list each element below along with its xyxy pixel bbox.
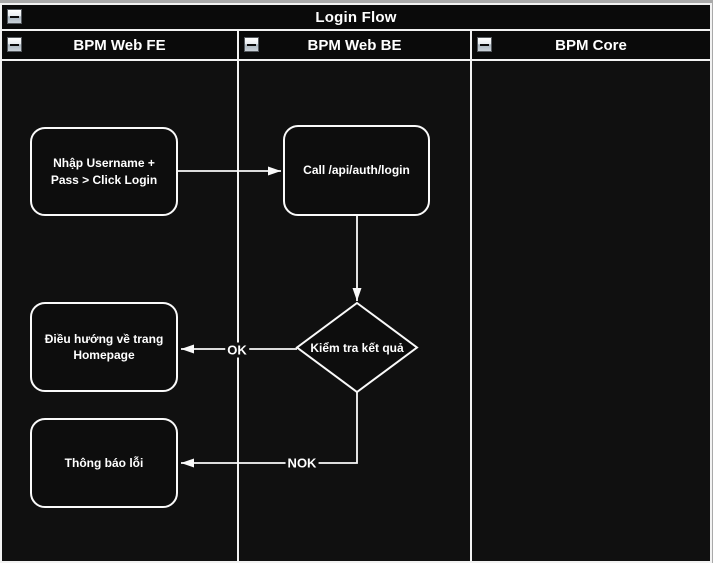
node-navigate-homepage[interactable]: Điều hướng về trang Homepage — [30, 302, 178, 392]
lane-header-bpm-core[interactable]: BPM Core — [470, 31, 710, 59]
pool-title: Login Flow — [315, 8, 397, 26]
lane-fe-collapse-minus-icon[interactable] — [7, 37, 22, 52]
edge-label-ok[interactable]: OK — [225, 342, 249, 358]
pool-title-bar[interactable]: Login Flow — [2, 5, 710, 31]
node-call-login-api[interactable]: Call /api/auth/login — [283, 125, 430, 216]
pool-collapse-minus-icon[interactable] — [7, 9, 22, 24]
node-check-result[interactable]: Kiểm tra kết quả — [310, 340, 404, 355]
edge-label-nok[interactable]: NOK — [285, 455, 319, 471]
lane-divider-2 — [470, 61, 472, 561]
lane-label-bpm-core: BPM Core — [555, 36, 627, 54]
lane-be-collapse-minus-icon[interactable] — [244, 37, 259, 52]
lane-header-bpm-web-be[interactable]: BPM Web BE — [237, 31, 470, 59]
lane-label-bpm-web-be: BPM Web BE — [307, 36, 402, 54]
lane-core-collapse-minus-icon[interactable] — [477, 37, 492, 52]
lane-label-bpm-web-fe: BPM Web FE — [73, 36, 166, 54]
node-enter-credentials[interactable]: Nhập Username + Pass > Click Login — [30, 127, 178, 216]
node-error-message[interactable]: Thông báo lỗi — [30, 418, 178, 508]
lane-header-bpm-web-fe[interactable]: BPM Web FE — [2, 31, 237, 59]
lane-divider-1 — [237, 61, 239, 561]
lane-header-row: BPM Web FE BPM Web BE BPM Core — [2, 31, 710, 61]
